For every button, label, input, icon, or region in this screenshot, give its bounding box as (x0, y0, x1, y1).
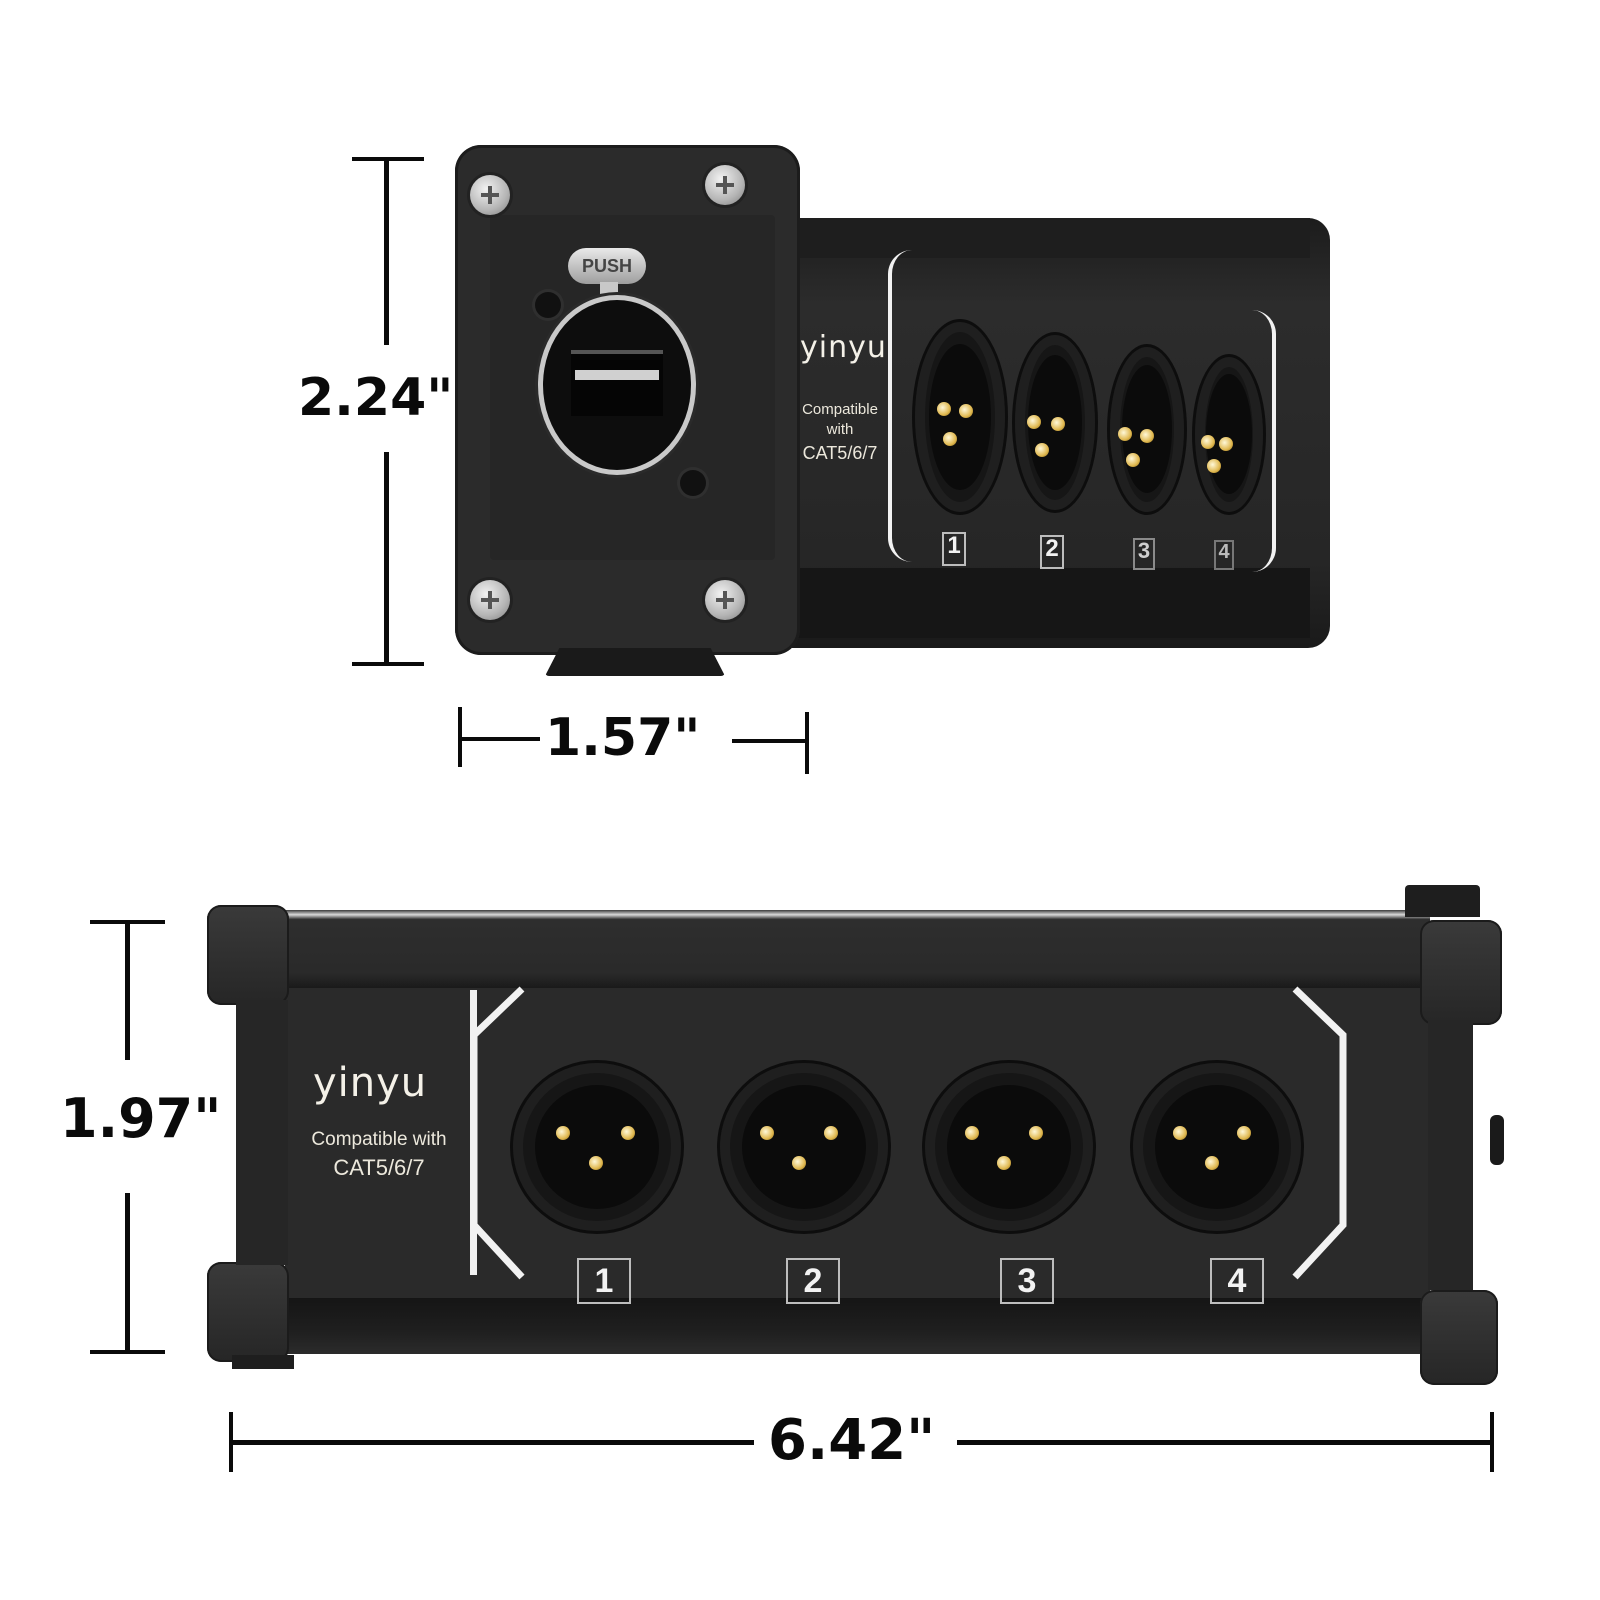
top-xlr-port-4 (1195, 357, 1263, 512)
top-port-label-3: 3 (1133, 538, 1155, 570)
port-label-1: 1 (577, 1258, 631, 1304)
top-port-label-2: 2 (1040, 535, 1064, 569)
screw-icon (470, 580, 510, 620)
bottom-endcap-right-bottom (1420, 1290, 1498, 1385)
top-compat-line1: Compatible with (802, 401, 878, 439)
rj45-shield (575, 370, 659, 380)
screw-icon (705, 580, 745, 620)
push-latch-stem (600, 282, 618, 304)
top-device-rail-bottom (790, 568, 1310, 638)
side-screw-head (1490, 1115, 1504, 1165)
top-compat-text: Compatible with CAT5/6/7 (790, 400, 890, 465)
xlr-port-2 (720, 1063, 888, 1231)
xlr-port-1 (513, 1063, 681, 1231)
xlr-port-3 (925, 1063, 1093, 1231)
top-port-label-4: 4 (1214, 540, 1234, 570)
hex-screw-icon (680, 470, 706, 496)
compat-line1: Compatible with (311, 1129, 447, 1150)
screw-icon (705, 165, 745, 205)
dimension-label-bottom-length: 6.42" (768, 1408, 936, 1473)
port-label-3: 3 (1000, 1258, 1054, 1304)
top-xlr-port-3 (1110, 347, 1184, 512)
compat-text: Compatible with CAT5/6/7 (297, 1127, 461, 1182)
bracket-right-svg (1292, 986, 1347, 1280)
xlr-port-4 (1133, 1063, 1301, 1231)
bottom-endcap-right-top (1420, 920, 1502, 1025)
top-compat-line2: CAT5/6/7 (802, 442, 878, 463)
top-port-panel-bracket-right (1252, 310, 1276, 572)
port-label-4: 4 (1210, 1258, 1264, 1304)
top-device-rail-top (790, 218, 1310, 258)
top-port-panel-bracket-left (888, 250, 912, 562)
bracket-left-svg (470, 986, 525, 1280)
push-latch: PUSH (568, 248, 646, 284)
top-xlr-port-2 (1015, 335, 1095, 510)
screw-icon (470, 175, 510, 215)
push-label: PUSH (581, 255, 632, 276)
top-xlr-port-1 (915, 322, 1005, 512)
port-label-2: 2 (786, 1258, 840, 1304)
bottom-endcap-left-top (207, 905, 289, 1005)
bottom-foot-left (232, 1355, 294, 1369)
top-brand-logo: yinyu (800, 330, 887, 365)
rj45-ethercon-port (543, 300, 691, 470)
brand-logo: yinyu (313, 1060, 428, 1106)
compat-line2: CAT5/6/7 (333, 1154, 425, 1180)
bottom-rail-top (285, 910, 1430, 988)
bottom-endcap-right-side (1428, 1020, 1473, 1290)
hex-screw-icon (535, 292, 561, 318)
bottom-rail-bottom (285, 1298, 1430, 1354)
dimension-label-top-width: 1.57" (545, 708, 701, 768)
top-device-foot (545, 648, 725, 676)
bottom-foot-right (1405, 885, 1480, 917)
bottom-endcap-left-side (236, 1000, 288, 1265)
bottom-endcap-left-bottom (207, 1262, 289, 1362)
top-port-label-1: 1 (942, 532, 966, 566)
rj45-jack (571, 350, 663, 416)
dimension-label-bottom-height: 1.97" (60, 1087, 222, 1150)
dimension-label-top-height: 2.24" (298, 368, 454, 428)
